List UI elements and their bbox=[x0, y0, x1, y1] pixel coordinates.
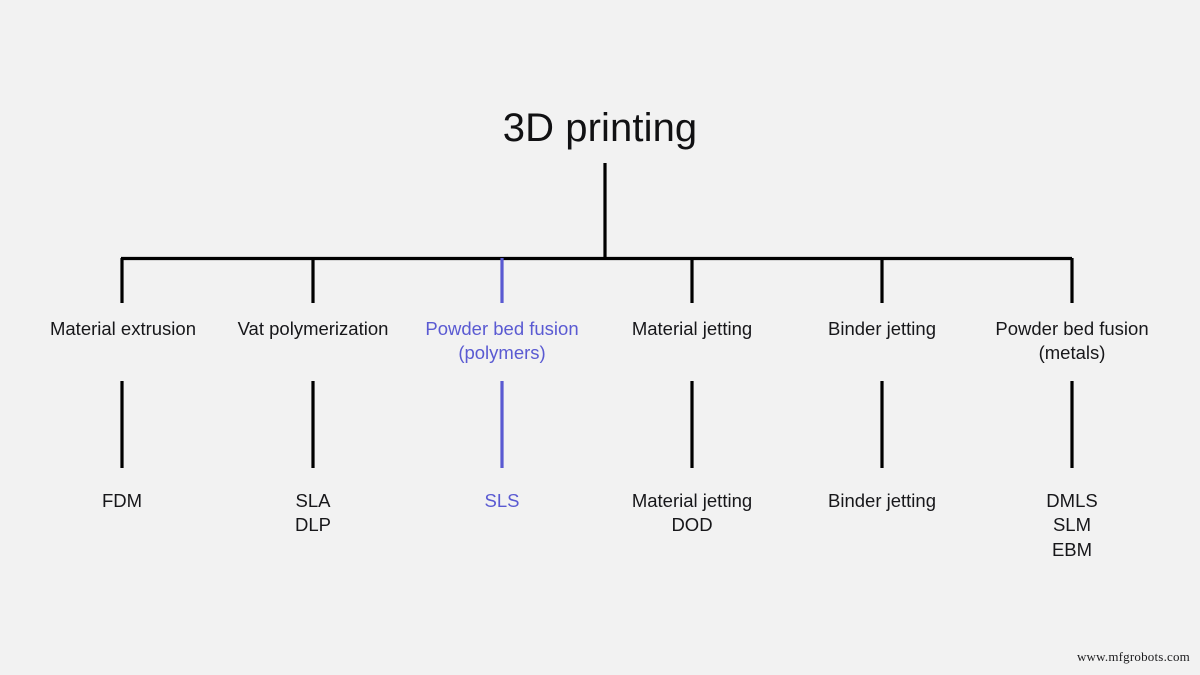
category-node-3: Material jetting bbox=[562, 317, 822, 341]
category-node-0: Material extrusion bbox=[0, 317, 253, 341]
category-label-3: Material jetting bbox=[631, 318, 753, 339]
leaf-group-1: SLA DLP bbox=[193, 489, 433, 538]
category-node-2: Powder bed fusion (polymers) bbox=[372, 317, 632, 366]
category-label-4: Binder jetting bbox=[828, 318, 936, 339]
leaf-item: DOD bbox=[671, 514, 713, 536]
leaf-item: DMLS bbox=[1046, 490, 1098, 511]
leaf-item: Material jetting bbox=[631, 490, 753, 511]
source-watermark: www.mfgrobots.com bbox=[1076, 649, 1190, 664]
category-label-1: Vat polymerization bbox=[237, 318, 389, 339]
leaf-item: SLM bbox=[1052, 514, 1092, 536]
leaf-group-4: Binder jetting bbox=[762, 489, 1002, 513]
leaf-group-3: Material jetting DOD bbox=[572, 489, 812, 538]
category-label-0: Material extrusion bbox=[49, 318, 196, 339]
category-node-4: Binder jetting bbox=[752, 317, 1012, 341]
category-node-1: Vat polymerization bbox=[183, 317, 443, 341]
category-label-5: Powder bed fusion bbox=[995, 318, 1149, 339]
leaf-item: DLP bbox=[295, 514, 331, 536]
root-node-title: 3D printing bbox=[502, 106, 698, 150]
category-sublabel-5: (metals) bbox=[1038, 342, 1106, 364]
leaf-item: EBM bbox=[1051, 538, 1093, 560]
leaf-item: FDM bbox=[101, 490, 143, 511]
leaf-item: SLS bbox=[484, 490, 520, 511]
leaf-group-5: DMLS SLM EBM bbox=[952, 489, 1192, 562]
leaf-item: SLA bbox=[295, 490, 331, 511]
category-sublabel-2: (polymers) bbox=[458, 342, 546, 364]
leaf-group-0: FDM bbox=[2, 489, 242, 513]
category-node-5: Powder bed fusion (metals) bbox=[942, 317, 1200, 366]
leaf-group-2: SLS bbox=[382, 489, 622, 513]
category-label-2: Powder bed fusion bbox=[425, 318, 579, 339]
leaf-item: Binder jetting bbox=[828, 490, 936, 511]
